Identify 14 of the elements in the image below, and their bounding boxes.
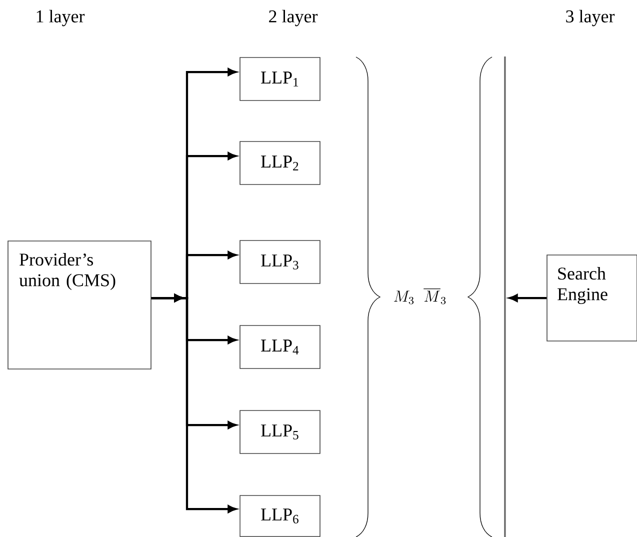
process-box: LLP$_{3}$ [240,240,320,284]
process-box: LLP$_{5}$ [240,410,320,454]
process-box: LLP$_{4}$ [240,325,320,369]
layer-label: 3 layer [566,10,615,26]
process-box: Search Engine [546,254,637,342]
process-box: LLP$_{2}$ [240,141,320,185]
process-box: Provider’s union (CMS) [8,240,152,370]
layer-label: 2 layer [269,10,318,26]
process-box: LLP$_{1}$ [240,57,320,101]
process-box: LLP$_{6}$ [240,495,320,537]
arrow [509,294,547,302]
arrow [151,294,236,513]
formula: $M_{3}\;\;\overline{M}_{3}$ [394,288,446,304]
layer-label: 1 layer [36,10,85,26]
